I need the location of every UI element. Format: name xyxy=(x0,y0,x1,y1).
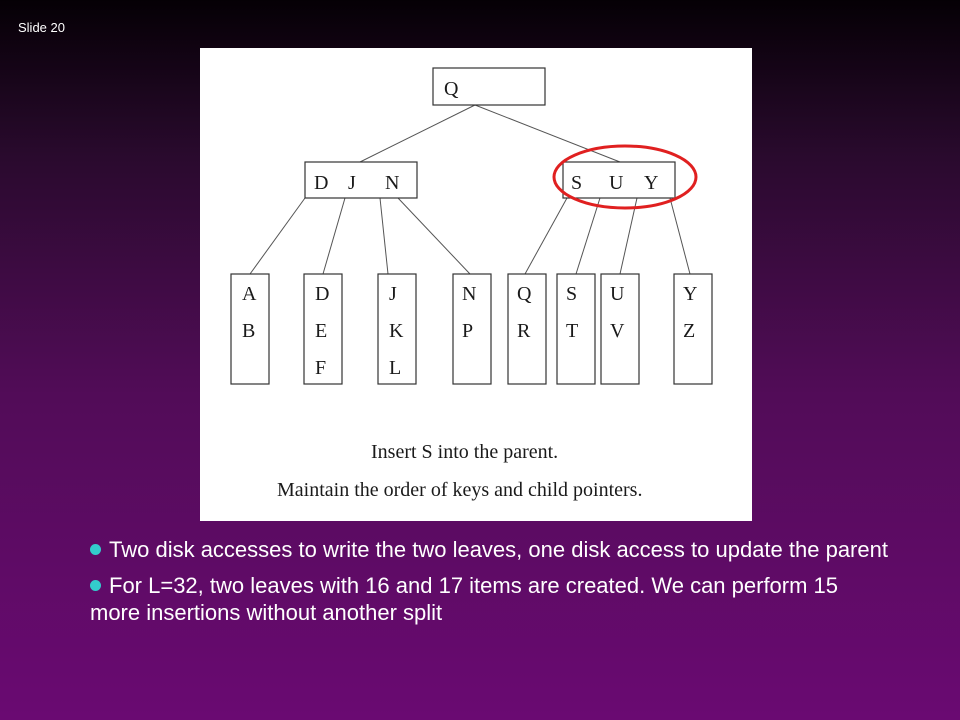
leaf-key: N xyxy=(462,283,476,305)
bullet-item: Two disk accesses to write the two leave… xyxy=(90,536,890,563)
bullet-text: For L=32, two leaves with 16 and 17 item… xyxy=(90,573,839,625)
leaf-key: P xyxy=(462,320,473,342)
b-tree-figure: Q D J N S U Y A B D E F J K L N P xyxy=(200,48,752,521)
leaf-node xyxy=(452,273,492,385)
leaf-key: A xyxy=(242,283,257,305)
leaf-key: Y xyxy=(683,283,697,305)
bullet-item: For L=32, two leaves with 16 and 17 item… xyxy=(90,572,890,626)
slide-number: Slide 20 xyxy=(18,20,65,35)
leaf-node xyxy=(673,273,713,385)
edge-root-right xyxy=(474,104,621,163)
leaf-key: B xyxy=(242,320,255,342)
bullet-list: Two disk accesses to write the two leave… xyxy=(90,536,890,635)
root-key: Q xyxy=(444,78,459,100)
internal-node-key: D xyxy=(314,172,328,194)
leaf-key: U xyxy=(610,283,625,305)
leaf-key: R xyxy=(517,320,531,342)
leaf-key: Q xyxy=(517,283,532,305)
bullet-text: Two disk accesses to write the two leave… xyxy=(109,537,888,562)
internal-node-key: Y xyxy=(644,172,658,194)
internal-node-key: N xyxy=(385,172,399,194)
edge-djn-jkl xyxy=(379,197,389,275)
bullet-dot-icon xyxy=(90,544,101,555)
edge-djn-def xyxy=(322,197,346,275)
leaf-key: J xyxy=(389,283,397,305)
edge-suy-uv xyxy=(619,197,638,275)
leaf-key: E xyxy=(315,320,327,342)
edge-djn-ab xyxy=(249,197,306,275)
internal-node-suy xyxy=(562,161,676,199)
leaf-node xyxy=(556,273,596,385)
edge-suy-st xyxy=(575,197,601,275)
leaf-node xyxy=(507,273,547,385)
internal-node-key: U xyxy=(609,172,624,194)
internal-node-djn xyxy=(304,161,418,199)
caption-line-1: Insert S into the parent. xyxy=(371,441,558,463)
internal-node-key: J xyxy=(348,172,356,194)
leaf-node xyxy=(600,273,640,385)
leaf-node xyxy=(303,273,343,385)
leaf-key: S xyxy=(566,283,577,305)
leaf-key: K xyxy=(389,320,404,342)
leaf-node xyxy=(377,273,417,385)
internal-node-key: S xyxy=(571,172,582,194)
leaf-key: T xyxy=(566,320,578,342)
leaf-key: V xyxy=(610,320,625,342)
leaf-key: Z xyxy=(683,320,695,342)
leaf-nodes: A B D E F J K L N P Q R S T U V Y Z xyxy=(230,273,713,385)
leaf-key: D xyxy=(315,283,329,305)
bullet-dot-icon xyxy=(90,580,101,591)
b-tree-diagram: Q D J N S U Y A B D E F J K L N P xyxy=(230,67,713,501)
root-node xyxy=(432,67,546,106)
leaf-key: L xyxy=(389,357,401,379)
tree-edges xyxy=(249,104,691,275)
edge-suy-yz xyxy=(669,197,691,275)
edge-root-left xyxy=(359,104,476,163)
leaf-node xyxy=(230,273,270,385)
edge-suy-qr xyxy=(524,197,568,275)
caption-line-2: Maintain the order of keys and child poi… xyxy=(277,479,642,501)
highlight-ellipse xyxy=(552,144,698,210)
leaf-key: F xyxy=(315,357,326,379)
edge-djn-np xyxy=(397,197,471,275)
